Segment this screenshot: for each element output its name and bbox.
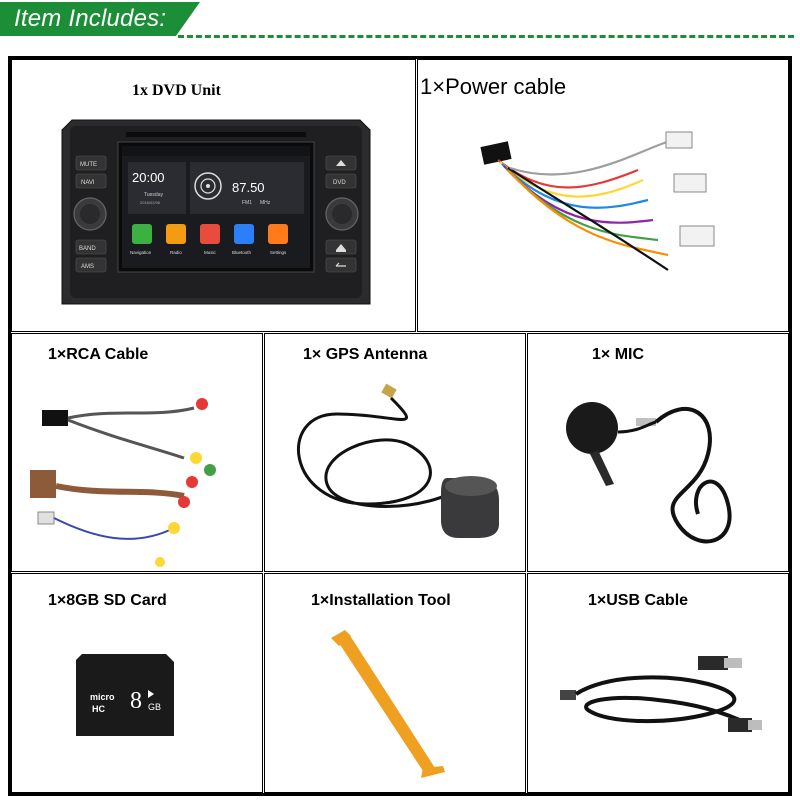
item-sd-card: 1×8GB SD Card micro HC 8 GB <box>11 573 263 793</box>
rca-cable-image <box>30 398 216 567</box>
header-dashed-line <box>178 35 794 38</box>
band-button[interactable] <box>75 239 107 255</box>
sd-brand-top: micro <box>90 692 115 702</box>
band-button-label: BAND <box>79 246 96 252</box>
app-label-settings: Settings <box>270 250 287 255</box>
screen-unit: MHz <box>260 200 271 206</box>
item-label: 1×Installation Tool <box>311 592 451 609</box>
header-tab: Item Includes: <box>0 2 200 36</box>
app-label-music: Music <box>204 250 217 255</box>
bluetooth-app-icon[interactable] <box>234 224 254 244</box>
items-grid: 1x DVD Unit 20:00 Tuesday 2016/02/06 87.… <box>8 56 792 796</box>
item-power-cable: 1×Power cable <box>417 59 789 332</box>
sd-capacity-unit: GB <box>148 702 161 712</box>
navi-button[interactable] <box>75 173 107 189</box>
screen-day: Tuesday <box>144 192 163 198</box>
music-app-icon[interactable] <box>200 224 220 244</box>
installation-tool-image <box>331 630 445 778</box>
sd-card-image: micro HC 8 GB <box>76 654 174 736</box>
ams-button-label: AMS <box>81 264 94 270</box>
item-label: 1×8GB SD Card <box>48 592 167 609</box>
app-label-radio: Radio <box>170 250 182 255</box>
eject-icon <box>336 160 346 166</box>
screen-band: FM1 <box>242 200 252 206</box>
mute-button-label: MUTE <box>80 162 97 168</box>
item-label: 1×RCA Cable <box>48 346 149 363</box>
screen-time: 20:00 <box>132 170 165 185</box>
item-usb-cable: 1×USB Cable <box>527 573 789 793</box>
radio-app-icon[interactable] <box>166 224 186 244</box>
power-cable-image <box>480 131 715 271</box>
dvd-unit-image: 20:00 Tuesday 2016/02/06 87.50 FM1 MHz N… <box>61 119 371 305</box>
item-label: 1x DVD Unit <box>132 82 221 99</box>
item-label: 1×USB Cable <box>588 592 689 609</box>
screen-frequency: 87.50 <box>232 180 265 195</box>
navi-button-label: NAVI <box>81 180 95 186</box>
sd-capacity: 8 <box>130 688 142 714</box>
sd-brand-bottom: HC <box>92 704 105 714</box>
dvd-button-label: DVD <box>333 180 346 186</box>
play-arrow-icon <box>148 690 154 698</box>
back-button[interactable] <box>325 257 357 273</box>
section-header: Item Includes: <box>0 0 800 44</box>
mic-image <box>566 402 732 544</box>
ams-button[interactable] <box>75 257 107 273</box>
usb-cable-image <box>560 656 762 732</box>
settings-app-icon[interactable] <box>268 224 288 244</box>
item-label: 1× MIC <box>592 346 645 363</box>
item-label: 1×Power cable <box>420 74 567 99</box>
screen-date: 2016/02/06 <box>140 200 161 205</box>
item-mic: 1× MIC <box>527 333 789 572</box>
mute-button[interactable] <box>75 155 107 171</box>
app-label-navigation: Navigation <box>130 250 152 255</box>
item-label: 1× GPS Antenna <box>303 346 428 363</box>
item-rca-cable: 1×RCA Cable <box>11 333 263 572</box>
gps-antenna-image <box>296 383 499 538</box>
header-title: Item Includes: <box>14 5 167 32</box>
item-dvd-unit: 1x DVD Unit 20:00 Tuesday 2016/02/06 87.… <box>11 59 416 332</box>
back-icon <box>335 262 346 267</box>
app-label-bluetooth: Bluetooth <box>232 250 252 255</box>
home-icon <box>336 244 346 252</box>
item-gps-antenna: 1× GPS Antenna <box>264 333 526 572</box>
dvd-button[interactable] <box>325 173 357 189</box>
item-installation-tool: 1×Installation Tool <box>264 573 526 793</box>
navigation-app-icon[interactable] <box>132 224 152 244</box>
